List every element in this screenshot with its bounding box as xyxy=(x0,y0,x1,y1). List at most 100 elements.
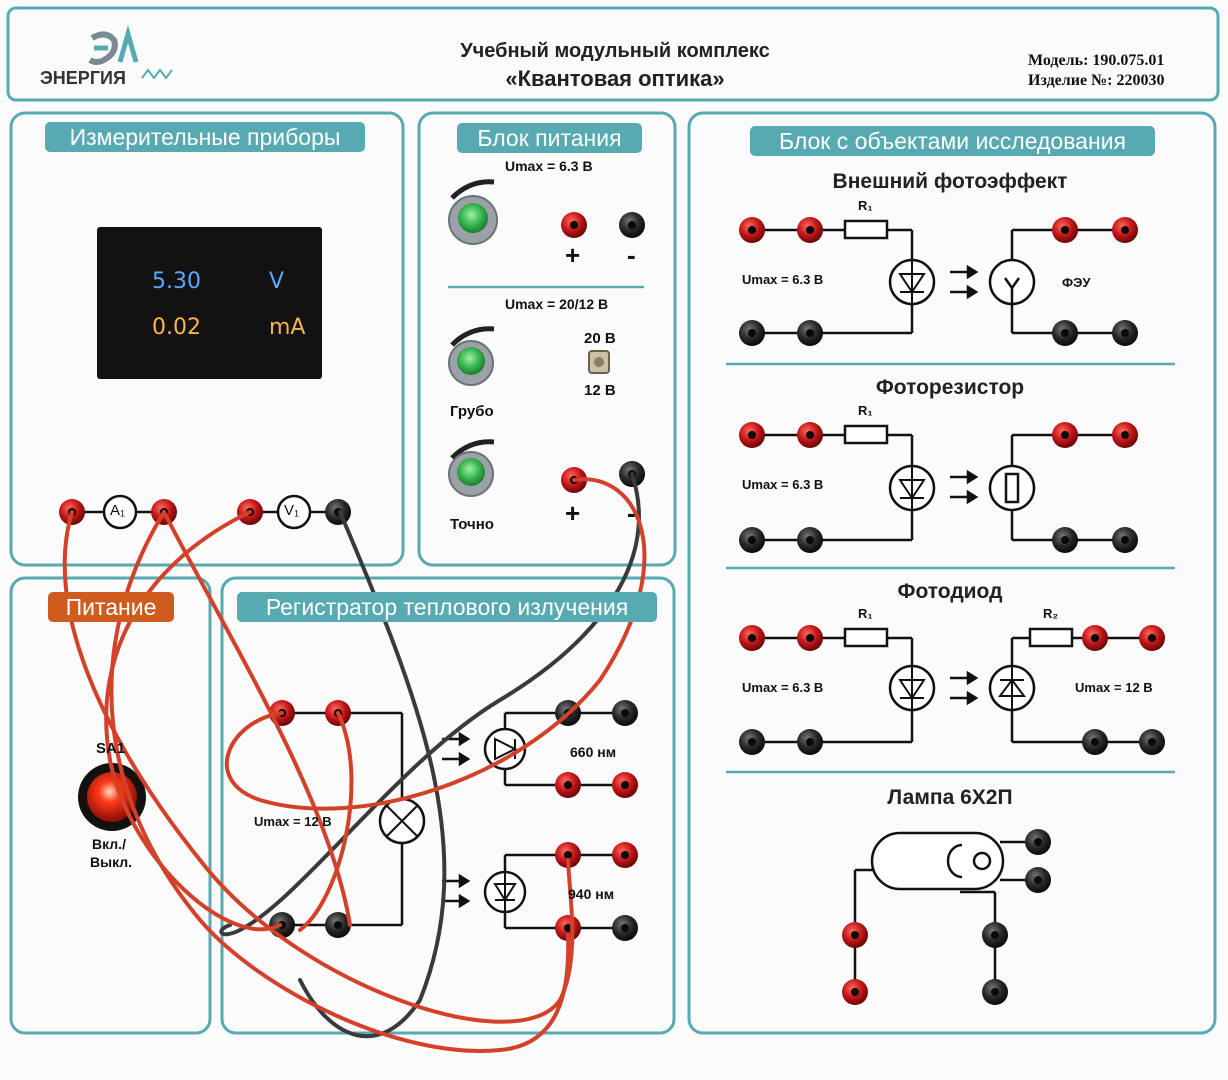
title-line-1: Учебный модульный комплекс xyxy=(460,40,770,62)
pe-jack[interactable] xyxy=(797,320,823,346)
led660-jack[interactable] xyxy=(612,700,638,726)
led660-jack[interactable] xyxy=(555,772,581,798)
pd-out-jack[interactable] xyxy=(1139,729,1165,755)
voltmeter-label: V₁ xyxy=(284,502,300,519)
lamp-heading: Лампа 6Х2П xyxy=(887,786,1013,809)
led940-jack[interactable] xyxy=(612,915,638,941)
lamp-jack[interactable] xyxy=(842,922,868,948)
photoresistor-icon xyxy=(988,464,1036,512)
thermal-title: Регистратор теплового излучения xyxy=(237,592,657,622)
pe-feu-jack[interactable] xyxy=(1052,217,1078,243)
voltage-unit: V xyxy=(269,269,285,294)
pd-out-jack[interactable] xyxy=(1082,729,1108,755)
pd-jack[interactable] xyxy=(797,625,823,651)
lamp-jack[interactable] xyxy=(982,922,1008,948)
photoresistor-umax: Umax = 6.3 В xyxy=(742,477,824,492)
pr-jack[interactable] xyxy=(739,527,765,553)
pd-jack[interactable] xyxy=(739,625,765,651)
lamp-tube-icon xyxy=(870,831,1005,891)
pr-jack[interactable] xyxy=(797,422,823,448)
pe-jack[interactable] xyxy=(739,320,765,346)
current-value: 0.02 xyxy=(152,315,201,340)
photoeffect-heading: Внешний фотоэффект xyxy=(832,170,1068,193)
ps-12v-label: 12 В xyxy=(584,382,616,399)
patch-wires xyxy=(62,472,647,1053)
pr-out-jack[interactable] xyxy=(1052,527,1078,553)
pd-out-jack[interactable] xyxy=(1139,625,1165,651)
lamp-jack[interactable] xyxy=(1025,867,1051,893)
nm660-label: 660 нм xyxy=(570,744,617,760)
switch-text-1: Вкл./ xyxy=(92,836,126,852)
pe-feu-jack[interactable] xyxy=(1112,217,1138,243)
pr-out-jack[interactable] xyxy=(1112,527,1138,553)
current-unit: mA xyxy=(269,315,306,340)
ps-umax1-label: Umax = 6.3 В xyxy=(505,158,593,174)
ps-minus-2: - xyxy=(627,498,636,528)
pr-jack[interactable] xyxy=(739,422,765,448)
led660-jack[interactable] xyxy=(612,772,638,798)
knob-coarse-icon[interactable] xyxy=(448,326,495,386)
pe-jack[interactable] xyxy=(739,217,765,243)
ps-plus-2: + xyxy=(565,498,581,528)
photoeffect-umax: Umax = 6.3 В xyxy=(742,272,824,287)
lamp-jack[interactable] xyxy=(842,979,868,1005)
feu-label: ФЭУ xyxy=(1062,275,1091,290)
lamp-jack[interactable] xyxy=(1025,829,1051,855)
pe-jack[interactable] xyxy=(797,217,823,243)
photodiode-umax: Umax = 6.3 В xyxy=(742,680,824,695)
switch-label: SA1 xyxy=(96,740,126,757)
r1-label-3: R₁ xyxy=(858,606,873,621)
pe-feu-jack[interactable] xyxy=(1112,320,1138,346)
power-title: Питание xyxy=(48,592,174,622)
led-icons xyxy=(483,258,936,914)
photodiode-heading: Фотодиод xyxy=(897,580,1003,603)
photodiode-icon xyxy=(988,664,1036,712)
switch-text-2: Выкл. xyxy=(90,854,133,870)
thermal-sensor-icon xyxy=(378,797,426,845)
toggle-20-12-icon[interactable] xyxy=(588,350,610,374)
light-arrows xyxy=(442,264,979,909)
r1-label-1: R₁ xyxy=(858,198,873,213)
resistor-icons xyxy=(843,219,1074,648)
voltage-value: 5.30 xyxy=(152,269,201,294)
pr-jack[interactable] xyxy=(797,527,823,553)
knob-fine-icon[interactable] xyxy=(448,439,495,497)
pd-out-jack[interactable] xyxy=(1082,625,1108,651)
ammeter-icon xyxy=(102,494,138,530)
model-label: Модель: 190.075.01 xyxy=(1028,52,1165,69)
led940-jack[interactable] xyxy=(555,842,581,868)
knob-umax63-icon[interactable] xyxy=(448,179,498,245)
nm940-label: 940 нм xyxy=(568,886,615,902)
photomultiplier-icon xyxy=(988,258,1036,306)
thermal-umax-label: Umax = 12 В xyxy=(254,814,332,829)
ps1-plus-jack[interactable] xyxy=(561,212,587,238)
pd-jack[interactable] xyxy=(739,729,765,755)
ps-minus-1: - xyxy=(627,240,636,270)
meter-display: 5.30 V 0.02 mA xyxy=(97,227,322,379)
photoresistor-heading: Фоторезистор xyxy=(875,376,1025,399)
led940-jack[interactable] xyxy=(612,842,638,868)
instruments-title: Измерительные приборы xyxy=(45,122,365,152)
ps-20v-label: 20 В xyxy=(584,330,616,347)
ps-fine-label: Точно xyxy=(450,516,494,533)
ammeter-label: A₁ xyxy=(110,502,126,519)
photodiode-umax12: Umax = 12 В xyxy=(1075,680,1153,695)
r2-label: R₂ xyxy=(1043,606,1059,621)
thermal-jack[interactable] xyxy=(325,912,351,938)
ps-plus-1: + xyxy=(565,240,581,270)
lamp-jack[interactable] xyxy=(982,979,1008,1005)
power-supply-title: Блок питания xyxy=(457,123,642,153)
pd-jack[interactable] xyxy=(797,729,823,755)
r1-label-2: R₁ xyxy=(858,403,873,418)
led940-jack[interactable] xyxy=(555,915,581,941)
pr-out-jack[interactable] xyxy=(1112,422,1138,448)
pr-out-jack[interactable] xyxy=(1052,422,1078,448)
voltmeter-icon xyxy=(276,494,312,530)
circuit-lines xyxy=(72,228,1152,992)
ps1-minus-jack[interactable] xyxy=(619,212,645,238)
objects-title: Блок с объектами исследования xyxy=(750,126,1155,156)
title-line-2: «Квантовая оптика» xyxy=(505,66,725,91)
pe-feu-jack[interactable] xyxy=(1052,320,1078,346)
